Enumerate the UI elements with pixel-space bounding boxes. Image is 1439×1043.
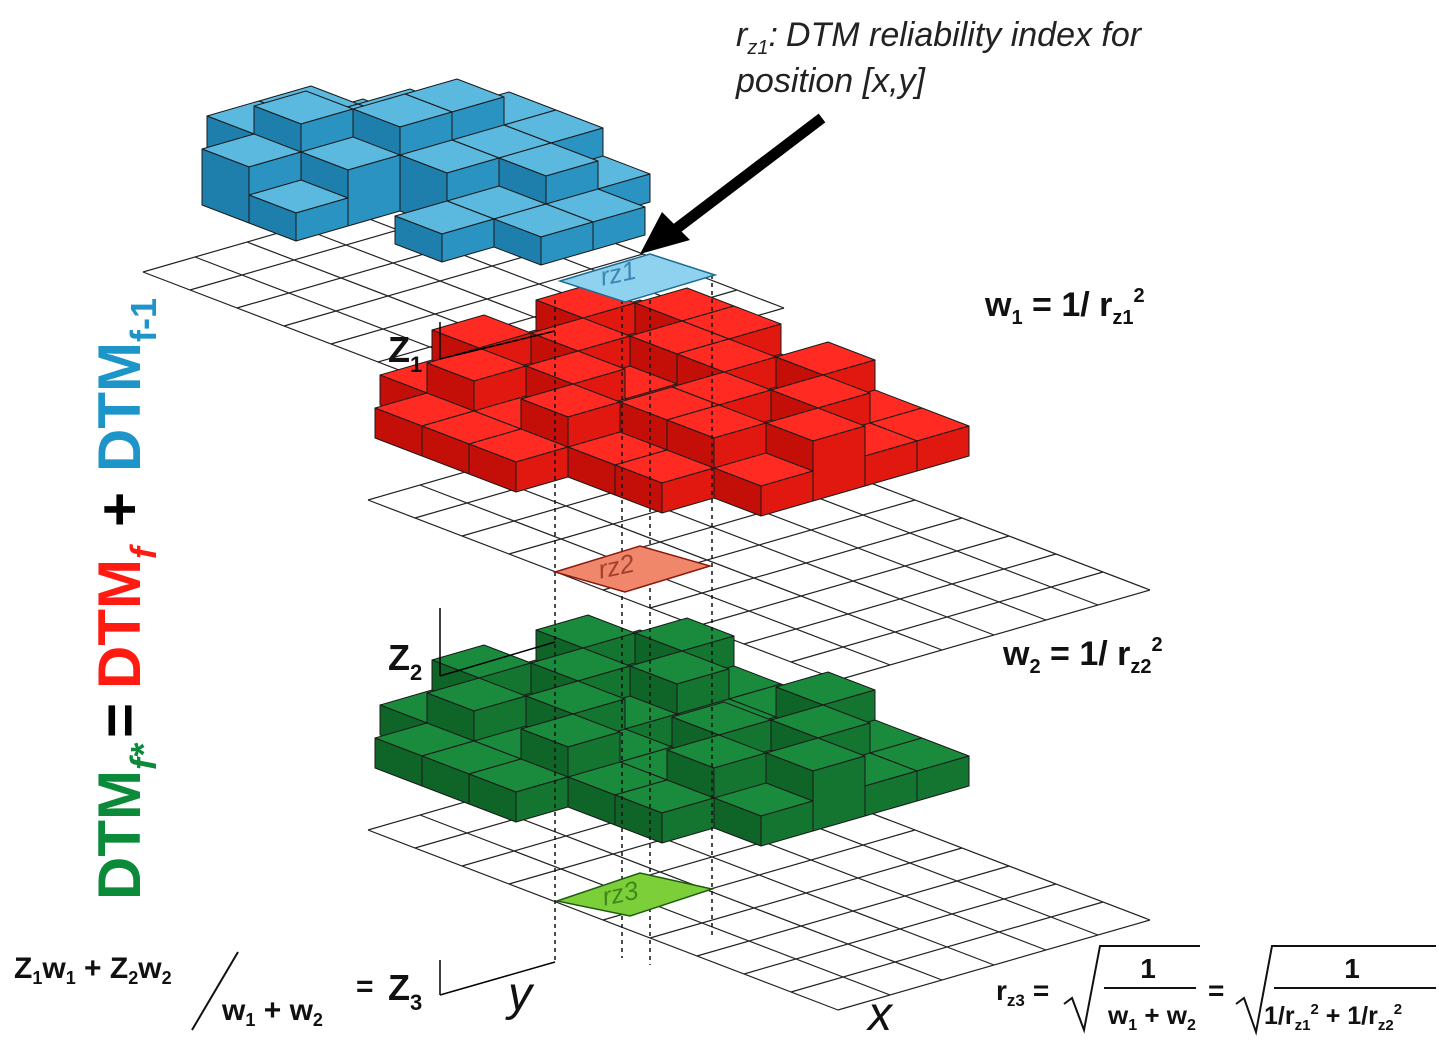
formula-right: rz3= 1 w1 + w2 = 1 1/rz12 + 1/rz22 <box>996 945 1436 1036</box>
middle-grid-line <box>837 589 1151 681</box>
cell-middle-label: rz2 <box>595 548 637 585</box>
layer-middle-red <box>374 284 970 517</box>
z1-label: Z1 <box>388 329 422 377</box>
cell-bottom: rz3 <box>554 872 715 917</box>
layer-top-blue <box>201 78 651 266</box>
z1-bracket <box>439 322 556 360</box>
svg-text:rz3=: rz3= <box>996 975 1049 1010</box>
y-axis-label: y <box>505 968 535 1021</box>
top-grid-line <box>330 253 644 345</box>
bottom-grid-line <box>743 883 1057 975</box>
bottom-grid-line <box>649 847 963 939</box>
w2-formula: w2 = 1/ rz22 <box>1002 634 1163 678</box>
formula-left: Z1w1 + Z2w2 w1 + w2 = <box>14 951 374 1031</box>
middle-block-side <box>760 470 814 517</box>
middle-block-side <box>515 446 569 493</box>
z3-label: Z3 <box>388 967 422 1015</box>
x-axis-label: x <box>866 988 894 1038</box>
svg-text:w1 + w2: w1 + w2 <box>221 994 323 1030</box>
z3-bracket <box>439 960 556 996</box>
bottom-grid-line <box>696 865 1010 957</box>
bottom-block-side <box>661 797 715 844</box>
bottom-grid-line <box>837 919 1151 1011</box>
svg-text:Z1w1 + Z2w2: Z1w1 + Z2w2 <box>14 952 172 988</box>
cell-middle-shape <box>552 545 713 593</box>
bottom-grid-line <box>790 901 1104 993</box>
pointer-arrow-icon <box>640 113 826 254</box>
z2-bracket <box>439 608 556 677</box>
middle-block-side <box>661 467 715 514</box>
w1-formula: w1 = 1/ rz12 <box>984 285 1145 329</box>
cell-bottom-label: rz3 <box>599 875 641 912</box>
middle-grid-line <box>649 517 963 609</box>
z-brackets <box>439 322 556 996</box>
annotation-line2: position [x,y] <box>735 62 927 100</box>
top-block-side <box>540 221 594 266</box>
svg-text:DTMf*=DTMf+DTMf-1: DTMf*=DTMf+DTMf-1 <box>86 298 164 900</box>
middle-grid-line <box>696 535 1010 627</box>
layer-bottom-green <box>374 614 970 847</box>
middle-grid-line <box>790 571 1104 663</box>
cell-top-shape <box>557 253 718 303</box>
cell-top: rz1 <box>557 253 718 303</box>
cell-top-label: rz1 <box>597 255 639 292</box>
svg-text:1: 1 <box>1140 953 1156 984</box>
z2-label: Z2 <box>388 637 422 685</box>
vertical-title: DTMf*=DTMf+DTMf-1 <box>86 298 164 900</box>
svg-text:=: = <box>1208 975 1224 1006</box>
top-block-side <box>295 197 349 242</box>
middle-grid-line <box>743 553 1057 645</box>
dashed-connectors <box>554 275 713 965</box>
cell-middle: rz2 <box>552 545 713 593</box>
svg-text:=: = <box>356 970 374 1003</box>
bottom-block-side <box>760 800 814 847</box>
svg-text:w1 + w2: w1 + w2 <box>1107 1000 1196 1034</box>
top-block-side <box>441 218 495 263</box>
annotation-line1: rz1:DTM reliability index for <box>736 16 1143 59</box>
svg-text:1: 1 <box>1344 953 1360 984</box>
cell-bottom-shape <box>554 872 715 917</box>
svg-text:1/rz12 + 1/rz22: 1/rz12 + 1/rz22 <box>1264 1001 1402 1034</box>
